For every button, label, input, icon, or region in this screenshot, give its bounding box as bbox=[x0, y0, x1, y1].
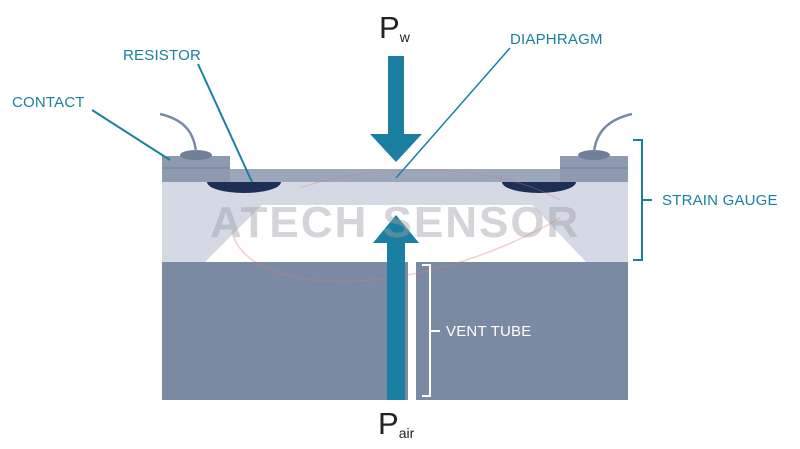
label-diaphragm: DIAPHRAGM bbox=[510, 31, 603, 48]
contact-pad-left bbox=[162, 156, 230, 182]
contact-bump-right bbox=[578, 150, 610, 160]
label-vent-tube: VENT TUBE bbox=[446, 323, 532, 340]
diaphragm-layer bbox=[230, 169, 560, 182]
strain-gauge-bracket bbox=[633, 139, 643, 261]
water-pressure-arrow-shaft bbox=[388, 56, 404, 136]
air-pressure-arrow-shaft bbox=[387, 243, 405, 400]
leader-resistor bbox=[197, 63, 253, 183]
water-pressure-subscript: w bbox=[399, 29, 410, 45]
resistor-right bbox=[502, 182, 576, 193]
housing-left-block bbox=[162, 262, 408, 400]
water-pressure-label: Pw bbox=[379, 10, 410, 45]
label-strain-gauge: STRAIN GAUGE bbox=[662, 192, 778, 209]
air-pressure-arrow-head bbox=[373, 215, 419, 243]
water-pressure-symbol: P bbox=[379, 10, 400, 45]
label-contact: CONTACT bbox=[12, 94, 85, 111]
housing-right-block bbox=[416, 262, 628, 400]
air-pressure-subscript: air bbox=[398, 425, 415, 441]
leader-diaphragm bbox=[395, 47, 511, 179]
label-resistor: RESISTOR bbox=[123, 47, 202, 64]
watermark-text: ATECH SENSOR bbox=[210, 198, 581, 247]
wire-left bbox=[159, 112, 198, 153]
wire-right bbox=[592, 112, 633, 153]
water-pressure-arrow-head bbox=[370, 134, 422, 162]
contact-pad-right bbox=[560, 156, 628, 182]
resistor-left bbox=[207, 182, 281, 193]
leader-contact bbox=[91, 109, 171, 161]
air-pressure-symbol: P bbox=[378, 406, 399, 441]
watermark-swoosh-2 bbox=[299, 169, 561, 201]
contact-bump-left bbox=[180, 150, 212, 160]
watermark-swoosh bbox=[231, 217, 561, 283]
air-pressure-label: Pair bbox=[378, 406, 415, 441]
